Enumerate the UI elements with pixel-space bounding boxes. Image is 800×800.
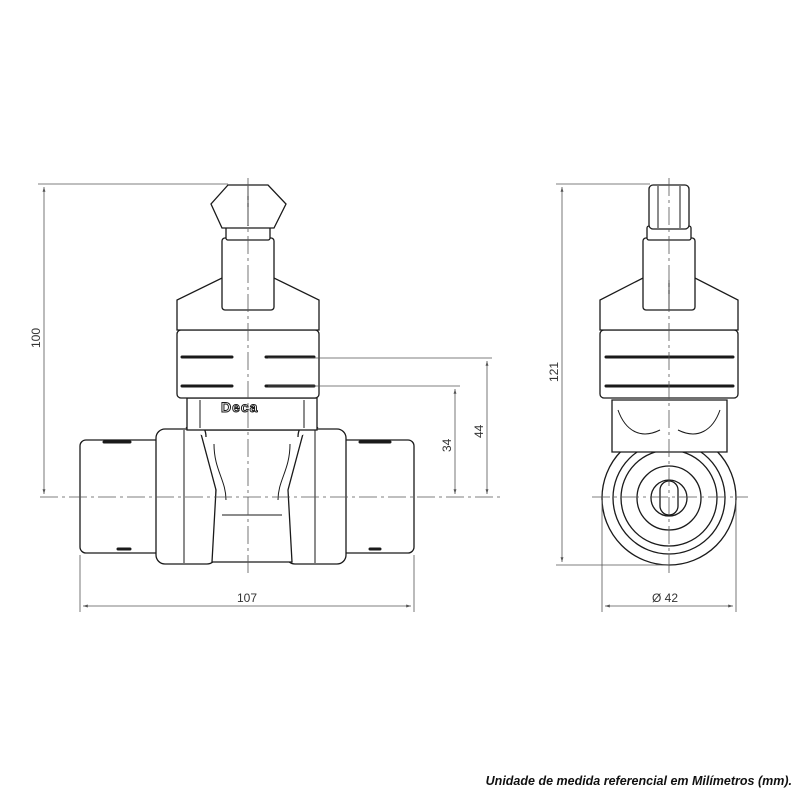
front-view: Deca — [79, 184, 415, 565]
dim-upper-band-label: 44 — [472, 424, 486, 438]
right-pipe-connector — [335, 439, 415, 554]
dim-overall-width-label: 107 — [237, 591, 257, 605]
bonnet-neck — [186, 397, 318, 431]
units-footnote: Unidade de medida referencial em Milímet… — [485, 774, 792, 788]
dim-diameter-label: Ø 42 — [652, 591, 678, 605]
left-pipe-connector — [79, 439, 163, 554]
dim-overall-height-label: 100 — [29, 328, 43, 348]
dim-lower-band-label: 34 — [440, 438, 454, 452]
brand-label: Deca — [221, 399, 258, 415]
dim-side-height-label: 121 — [547, 362, 561, 382]
valve-body — [199, 429, 305, 563]
